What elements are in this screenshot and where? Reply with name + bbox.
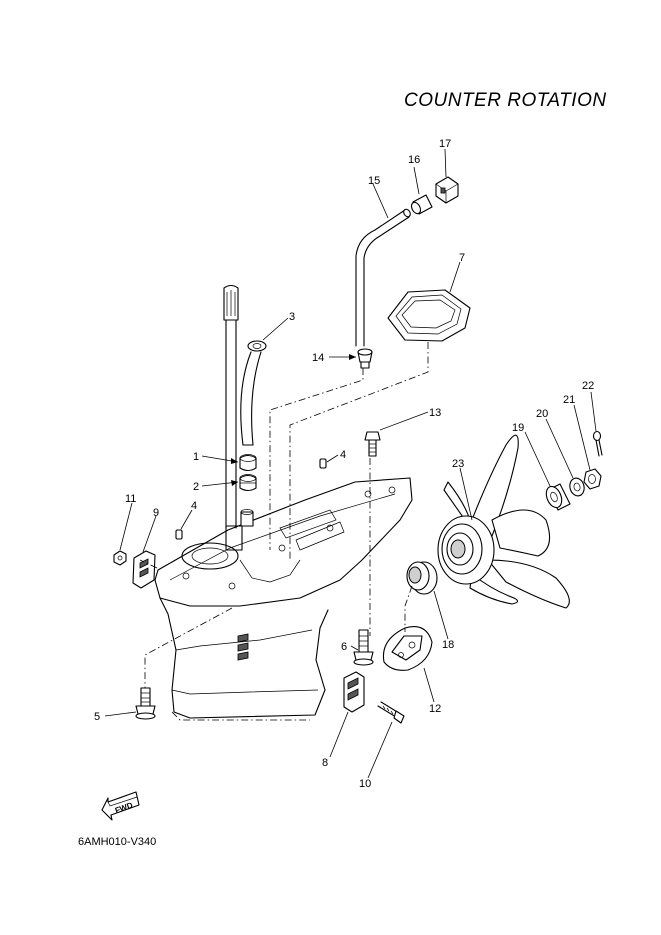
callout-9: 9 (153, 507, 159, 519)
bush-under-grommet (240, 509, 254, 527)
leader-arrowhead-14 (349, 354, 356, 360)
nut-part-11 (113, 550, 127, 566)
cotter-pin-part-22 (592, 430, 603, 457)
callout-11: 11 (125, 493, 136, 505)
water-tube-part-3 (240, 340, 267, 446)
dowel-pin-part-4b (175, 529, 183, 540)
lower-case-housing (154, 477, 413, 721)
grommet-part-1 (239, 454, 257, 472)
callout-20: 20 (536, 408, 548, 420)
callout-4b: 4 (191, 500, 197, 512)
water-pipe-part-15 (355, 208, 411, 347)
callout-2: 2 (193, 481, 199, 493)
leader-arrowhead-2 (231, 480, 238, 486)
bolt-part-6 (353, 629, 374, 666)
bushing-part-18 (406, 561, 438, 595)
callout-17: 17 (439, 138, 451, 150)
nut-part-21 (583, 468, 602, 490)
gasket-part-7 (387, 289, 471, 342)
callout-5: 5 (94, 711, 100, 723)
callout-18: 18 (442, 639, 454, 651)
callout-7: 7 (459, 252, 465, 264)
spacer-part-19 (545, 483, 571, 511)
seal-part-16 (410, 194, 433, 215)
callout-12: 12 (429, 703, 441, 715)
screw-part-10 (377, 701, 405, 724)
diagram-code: 6AMH010-V340 (78, 836, 157, 848)
callout-8: 8 (322, 757, 328, 769)
anode-part-8 (343, 671, 365, 713)
grommet-part-14 (357, 348, 373, 369)
callout-3: 3 (289, 311, 295, 323)
trim-tab-part-12 (382, 626, 433, 671)
callout-labels: 1 2 3 4 4 5 6 7 8 9 10 11 12 13 14 15 16… (94, 138, 594, 790)
holder-part-17 (435, 176, 459, 204)
propeller-part-23 (437, 434, 570, 609)
leader-arrowhead-1 (231, 458, 238, 464)
grommet-part-2 (239, 474, 257, 492)
callout-1: 1 (193, 451, 199, 463)
fwd-arrow-icon: FWD (101, 791, 140, 821)
callout-14: 14 (312, 352, 324, 364)
dowel-pin-part-4a (319, 458, 327, 469)
callout-21: 21 (563, 394, 575, 406)
callout-6: 6 (341, 641, 347, 653)
washer-part-20 (569, 477, 585, 497)
alignment-lines (139, 342, 429, 688)
anode-part-9 (132, 550, 156, 589)
callout-10: 10 (359, 778, 371, 790)
drive-shaft (223, 284, 239, 529)
diagram-title: COUNTER ROTATION (404, 90, 607, 111)
bolt-part-5 (135, 687, 156, 720)
callout-4a: 4 (340, 449, 346, 461)
bolt-part-13 (364, 431, 381, 457)
callout-15: 15 (368, 175, 380, 187)
callout-13: 13 (429, 407, 441, 419)
callout-22: 22 (582, 380, 594, 392)
callout-16: 16 (408, 154, 420, 166)
leader-lines (104, 148, 597, 779)
callout-23: 23 (452, 458, 464, 470)
callout-19: 19 (512, 422, 524, 434)
